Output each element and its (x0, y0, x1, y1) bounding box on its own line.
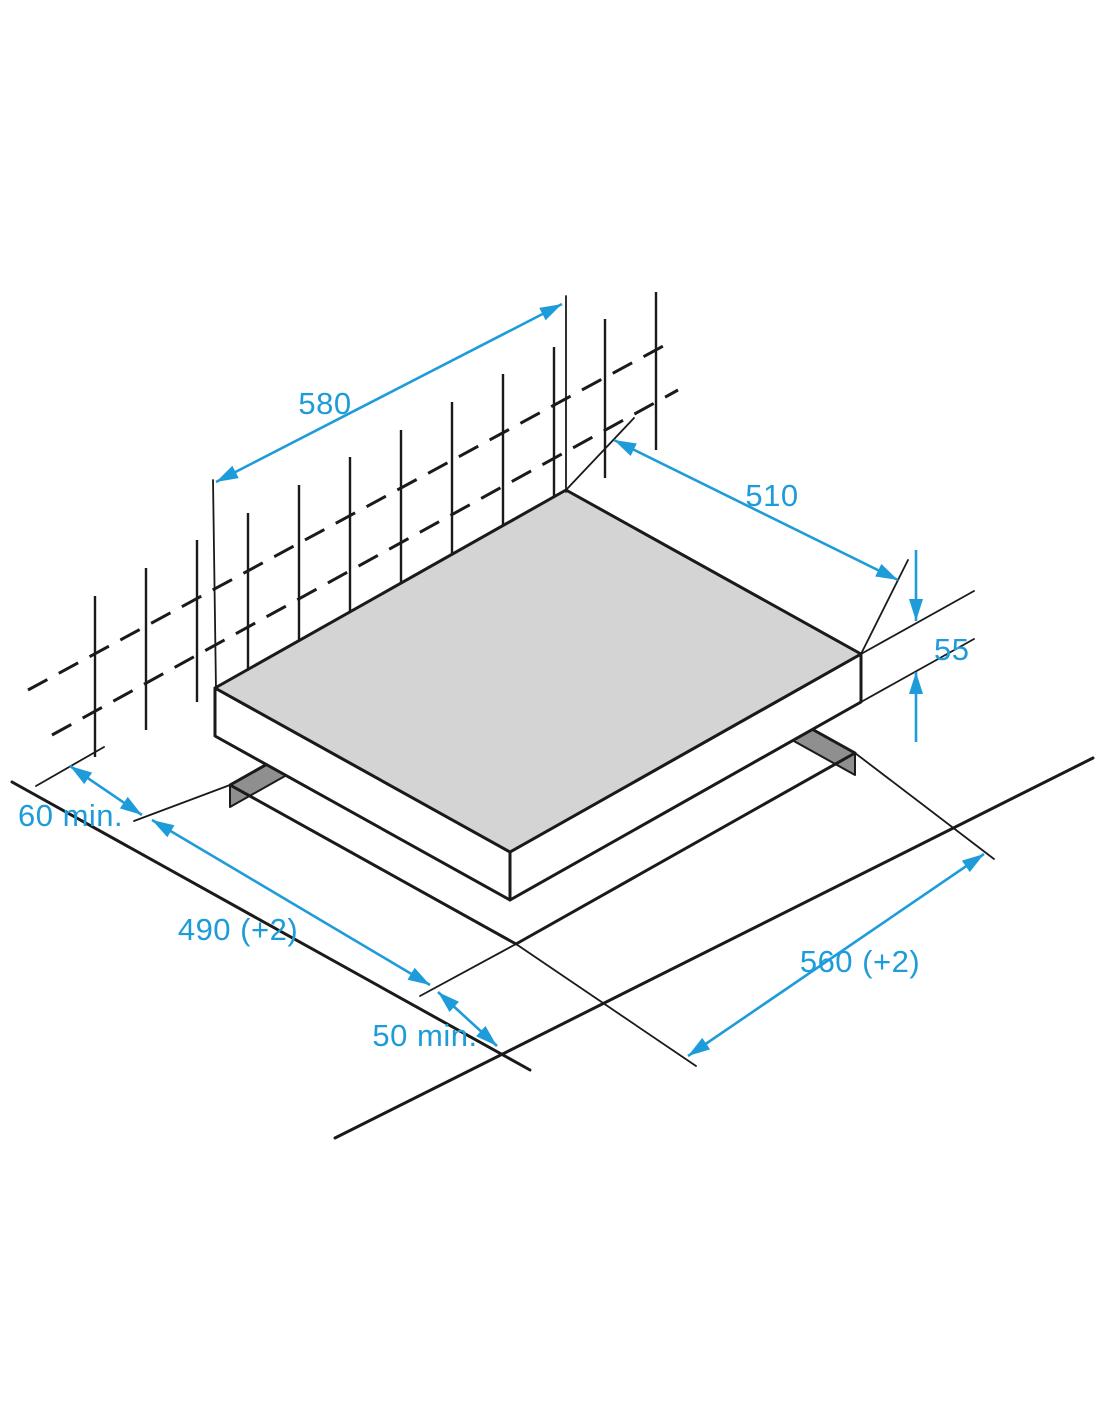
dimension-line (69, 764, 143, 817)
hob (213, 488, 863, 902)
dim-label-cutout-width: 560 (+2) (800, 944, 920, 979)
dimension-line (613, 438, 899, 582)
extension-line (515, 943, 697, 1067)
hob-top-face (213, 488, 863, 854)
dimension-line (151, 818, 431, 987)
dimension-line (687, 852, 985, 1058)
extension-line (565, 417, 635, 491)
dim-50-min: 50 min. (372, 991, 498, 1053)
extension-line (419, 943, 517, 997)
wall-dashed-line-lower (51, 388, 679, 737)
dim-label-cutout-depth: 490 (+2) (178, 912, 298, 947)
extension-line (860, 638, 975, 703)
dim-label-hob-width: 580 (298, 386, 351, 421)
extension-line (860, 590, 975, 655)
dimension-line (215, 302, 563, 484)
extension-line (212, 479, 217, 691)
dim-label-hob-depth: 510 (745, 478, 798, 513)
extension-line (854, 752, 995, 860)
extension-line (860, 559, 909, 655)
dim-580: 580 (212, 295, 567, 691)
dim-55: 55 (860, 550, 975, 742)
dim-510: 510 (565, 417, 909, 655)
extension-line (133, 784, 231, 822)
dim-label-hob-height: 55 (934, 632, 969, 667)
dim-60-min: 60 min. (18, 746, 231, 833)
dim-label-wall-clearance: 60 min. (18, 798, 123, 833)
dim-label-front-clearance: 50 min. (372, 1018, 477, 1053)
dim-490: 490 (+2) (151, 818, 517, 997)
dimension-line (437, 991, 498, 1047)
dim-560: 560 (+2) (515, 752, 995, 1067)
